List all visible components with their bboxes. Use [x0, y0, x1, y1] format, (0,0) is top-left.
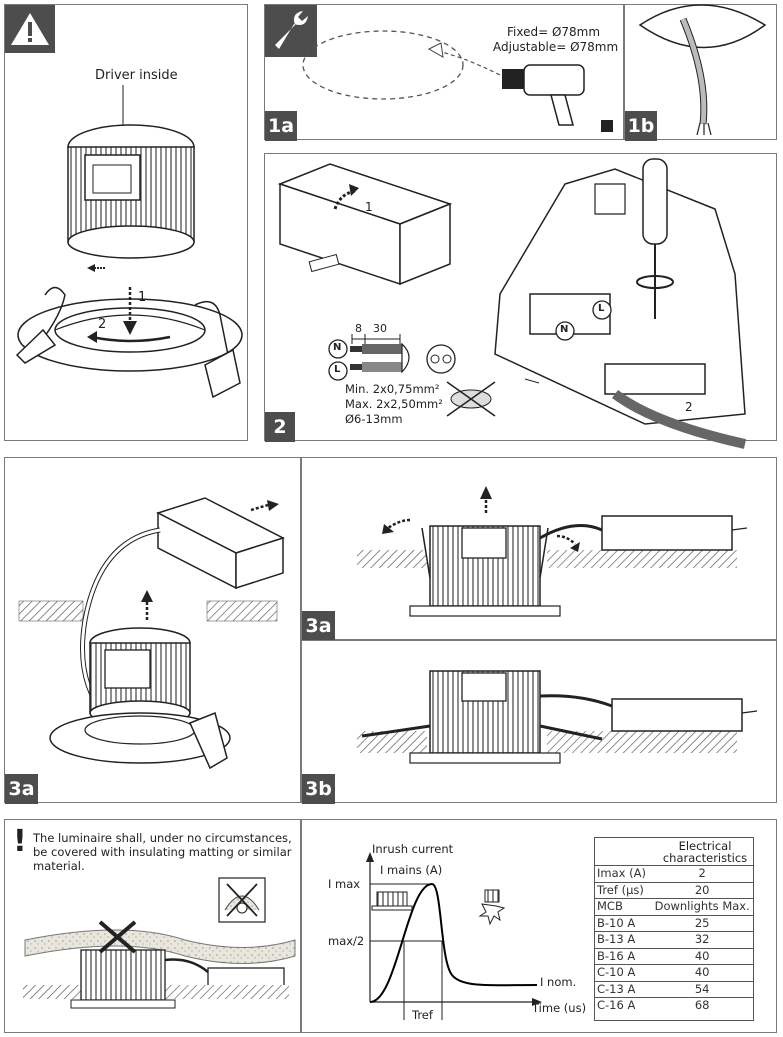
table-cell-value: 25: [650, 914, 754, 932]
wrench-icon: [275, 11, 308, 49]
exclaim-icon: !: [13, 824, 27, 859]
table-cell-value: 68: [650, 997, 754, 1014]
insulation-warning-text: The luminaire shall, under no circumstan…: [33, 831, 292, 873]
table-cell-value: 2: [650, 865, 754, 882]
step-tag-3a-left: 3a: [5, 774, 38, 804]
half-max-label: max/2: [328, 934, 365, 948]
driver-insertion-illustration: [18, 497, 285, 770]
electrical-table-header: Electrical characteristics: [662, 839, 748, 865]
table-cell-label: Tref (µs): [595, 881, 651, 899]
fixed-diameter-label: Fixed= Ø78mm: [507, 25, 601, 39]
terminal-n-label-housing: N: [560, 324, 569, 335]
inrush-current-chart: [366, 852, 542, 1020]
dim-30-label: 30: [373, 322, 387, 335]
inrush-panel: Inrush current I mains (A) I max max/2 I…: [301, 819, 777, 1033]
covered-luminaire-illustration: [23, 877, 296, 1009]
table-cell-value: Downlights Max.: [650, 898, 754, 915]
table-cell-label: C-13 A: [595, 980, 651, 998]
driver-inside-label: Driver inside: [95, 68, 178, 83]
table-cell-label: Imax (A): [595, 865, 651, 882]
table-cell-label: B-16 A: [595, 947, 651, 965]
step-1-label: 1: [365, 200, 373, 214]
inom-label: I nom.: [540, 975, 577, 989]
wiring-illustration: [277, 158, 747, 449]
step-2-label: 2: [98, 317, 107, 332]
table-cell-label: C-10 A: [595, 964, 651, 981]
table-cell-value: 20: [650, 881, 754, 899]
ceiling-cutout-illustration: [265, 5, 613, 132]
dim-8-label: 8: [355, 322, 362, 335]
spec-max-label: Max. 2x2,50mm²: [345, 397, 443, 411]
adjustable-diameter-label: Adjustable= Ø78mm: [493, 40, 619, 54]
no-insulation-icon: [218, 877, 266, 923]
step-1-label: 1: [138, 290, 147, 305]
warning-triangle-icon: [11, 13, 49, 45]
imains-label: I mains (A): [380, 863, 443, 877]
table-cell-value: 54: [650, 980, 754, 998]
table-cell-label: MCB: [595, 898, 651, 915]
step-tag-3b: 3b: [302, 774, 335, 804]
inrush-title: Inrush current: [372, 842, 454, 856]
terminal-n-label: N: [333, 342, 342, 353]
spec-min-label: Min. 2x0,75mm²: [345, 382, 440, 396]
panel-3a-right: 3a: [301, 457, 777, 641]
driver-inside-illustration: [5, 5, 243, 399]
time-axis-label: Time (us): [532, 1001, 587, 1015]
luminaire-installed-illustration: [357, 670, 758, 764]
tref-label: Tref: [412, 1008, 433, 1022]
panel-3a-left: 3a: [4, 457, 301, 804]
table-cell-label: B-13 A: [595, 931, 651, 948]
panel-3b: 3b: [301, 640, 777, 804]
insulation-warning-panel: ! The luminaire shall, under no circumst…: [4, 819, 301, 1033]
table-cell-label: C-16 A: [595, 997, 651, 1014]
table-cell-label: B-10 A: [595, 914, 651, 932]
luminaire-removal-illustration: [357, 486, 748, 617]
terminal-l-label-housing: L: [598, 303, 605, 314]
step-tag-2: 2: [265, 412, 295, 442]
panel-1a: Fixed= Ø78mm Adjustable= Ø78mm 1a: [264, 4, 624, 141]
panel-1b: 1b: [624, 4, 777, 141]
step-tag-3a-right: 3a: [302, 611, 335, 641]
cable-through-hole-illustration: [638, 4, 767, 136]
warning-panel: Driver inside 1 2: [4, 4, 248, 441]
panel-2: 1 8 30 N L N L Min. 2x0,75mm² Max. 2x2,5…: [264, 153, 777, 449]
table-row: Tref (µs)20: [595, 881, 754, 899]
table-cell-value: 32: [650, 931, 754, 948]
step-tag-1a: 1a: [265, 111, 297, 141]
imax-axis-label: I max: [328, 877, 361, 891]
terminal-l-label: L: [334, 364, 341, 375]
step-tag-1b: 1b: [625, 111, 657, 141]
step-2-label: 2: [685, 400, 693, 414]
table-row: Imax (A)2: [595, 865, 754, 882]
table-cell-value: 40: [650, 964, 754, 981]
spec-diameter-label: Ø6-13mm: [345, 412, 403, 426]
table-cell-value: 40: [650, 947, 754, 965]
